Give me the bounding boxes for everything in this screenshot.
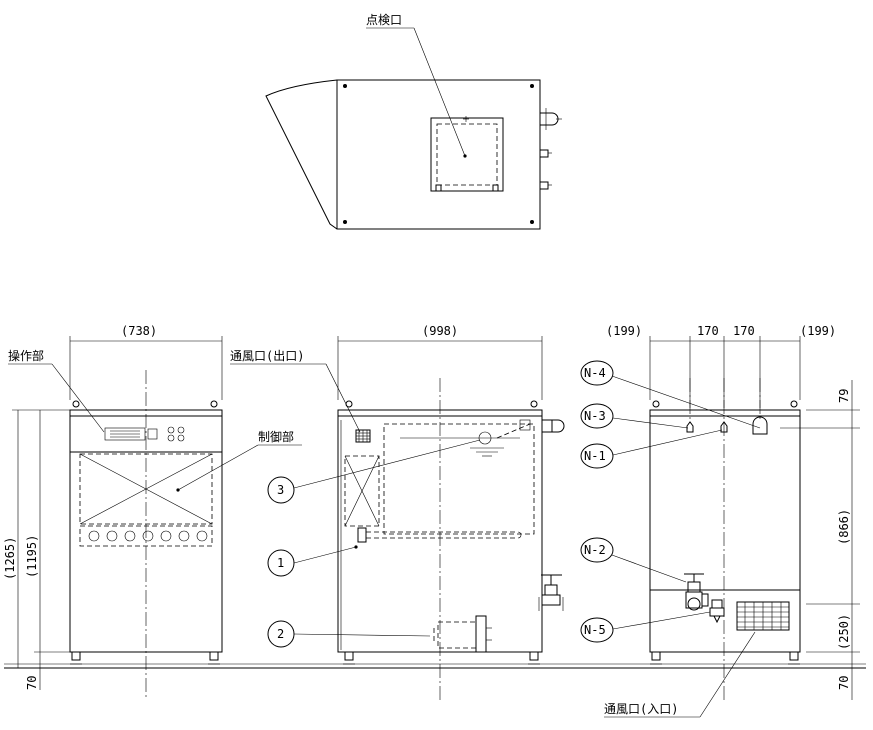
svg-text:1: 1	[277, 556, 284, 570]
plan-view: 点検口	[265, 13, 562, 230]
svg-text:N-1: N-1	[584, 449, 606, 463]
svg-text:2: 2	[277, 627, 284, 641]
height-body-dim: (1195)	[25, 535, 39, 578]
nozzle-n3	[686, 421, 694, 433]
rear-right-dim: (199)	[800, 324, 836, 338]
rear-body	[649, 415, 801, 653]
plan-nozzle-low	[539, 181, 549, 190]
front-width-dim: (738)	[121, 324, 157, 338]
callout-3	[267, 476, 295, 504]
side-nozzle-top	[541, 419, 553, 433]
front-view: 操作部 制御部 (738) (1265) (1195) 70	[3, 324, 302, 700]
foot-left-dim: 70	[25, 676, 39, 690]
top-right-dim: 79	[837, 389, 851, 403]
operation-unit-label: 操作部	[8, 348, 44, 363]
inspection-port-leader	[413, 27, 466, 157]
plan-nozzle-top	[540, 112, 559, 126]
pump	[437, 621, 477, 649]
mid-right-dim: (866)	[837, 509, 851, 545]
rear-view: (199) 170 170 (199) 79 (866) (250) 70 N-…	[580, 324, 860, 718]
plan-nozzle-mid	[539, 149, 549, 158]
door-swing	[265, 79, 338, 230]
height-total-dim: (1265)	[3, 537, 17, 580]
nozzle-n1	[720, 421, 728, 433]
rear-mid1-dim: 170	[697, 324, 719, 338]
svg-text:N-5: N-5	[584, 623, 606, 637]
tag-n2	[580, 537, 614, 563]
plan-body	[336, 79, 541, 230]
side-control-box	[344, 455, 380, 527]
vent-inlet-label: 通風口(入口)	[604, 702, 678, 716]
svg-text:N-3: N-3	[584, 409, 606, 423]
side-view: 通風口(出口) (998) 3 1 2	[230, 324, 565, 700]
nozzle-n4	[752, 416, 768, 435]
tag-n1	[580, 443, 614, 469]
vent-outlet-leader	[325, 363, 361, 433]
operation-switches	[104, 427, 146, 441]
svg-text:N-4: N-4	[584, 366, 606, 380]
tag-n3	[580, 403, 614, 429]
inspection-port-frame	[430, 117, 504, 192]
foot-right-dim: 70	[837, 676, 851, 690]
tag-n4	[580, 360, 614, 386]
vent-outlet-label: 通風口(出口)	[230, 349, 304, 363]
rear-left-dim: (199)	[606, 324, 642, 338]
svg-text:3: 3	[277, 483, 284, 497]
rear-top-plate	[649, 409, 801, 417]
side-width-dim: (998)	[422, 324, 458, 338]
operation-unit-leader	[51, 363, 105, 433]
inner-tank	[383, 423, 535, 535]
low-right-dim: (250)	[837, 614, 851, 650]
nozzle-n5	[711, 599, 723, 609]
svg-text:N-2: N-2	[584, 543, 606, 557]
control-unit-leader	[177, 444, 259, 491]
rear-mid2-dim: 170	[733, 324, 755, 338]
control-unit-label: 制御部	[258, 429, 294, 444]
vent-inlet-leader	[699, 631, 756, 718]
float-sensor	[478, 431, 492, 445]
tag-n5	[580, 617, 614, 643]
inspection-port-label: 点検口	[366, 13, 402, 27]
